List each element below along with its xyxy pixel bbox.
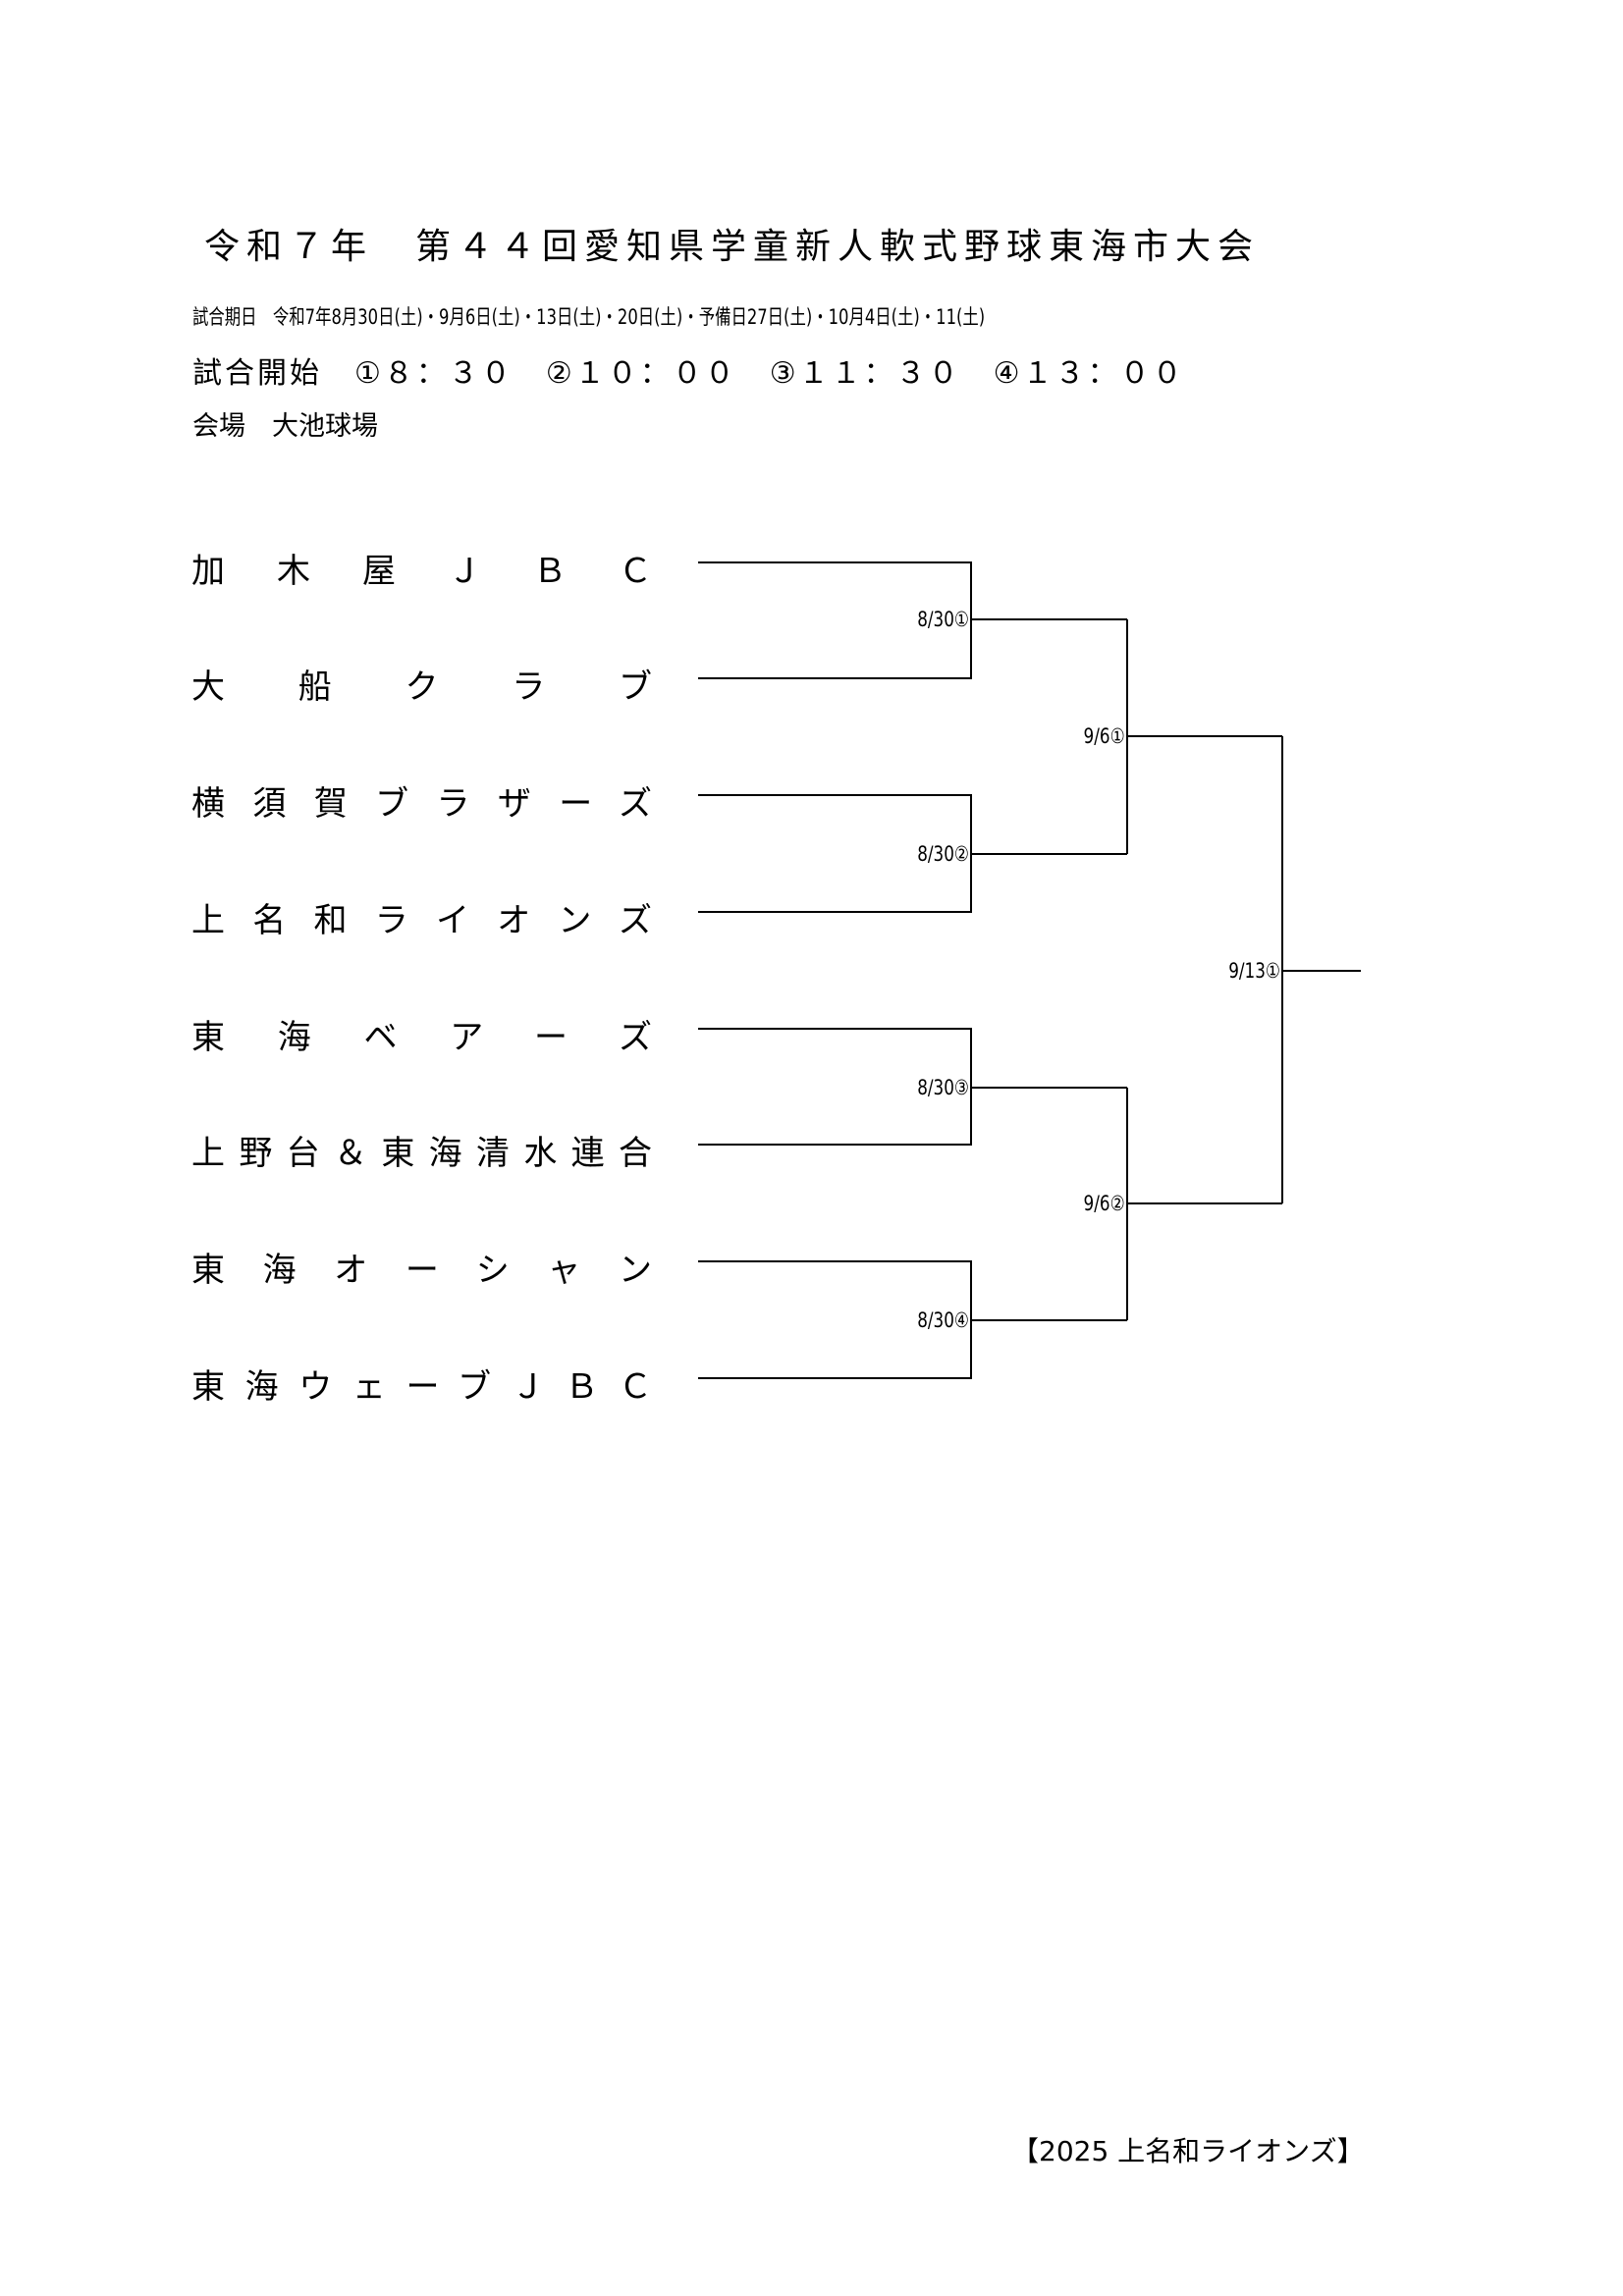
team-name: 加木屋ＪＢＣ: [191, 552, 652, 591]
bracket-final: [1281, 736, 1361, 1203]
bracket-match-4: [698, 1260, 1127, 1379]
start-times: 試合開始 ①８：３０ ②１０：００ ③１１：３０ ④１３：００: [192, 356, 1185, 391]
team-name: 東海ベアーズ: [191, 1018, 652, 1057]
bracket-semi-2: [1126, 1088, 1282, 1320]
match-label: 9/6②: [1083, 1192, 1125, 1215]
match-label: 9/6①: [1083, 724, 1125, 748]
footer-credit: 【2025 上名和ライオンズ】: [1011, 2135, 1365, 2167]
match-label: 8/30②: [917, 842, 969, 866]
match-dates: 試合期日 令和7年8月30日(土)・9月6日(土)・13日(土)・20日(土)・…: [192, 305, 986, 329]
team-name: 東海ウェーブＪＢＣ: [191, 1367, 652, 1407]
match-label: 8/30①: [917, 608, 969, 631]
bracket-semi-1: [1126, 619, 1282, 854]
match-label: 9/13①: [1228, 959, 1280, 983]
team-name: 大船クラブ: [191, 667, 652, 707]
team-name: 横須賀ブラザーズ: [191, 784, 652, 824]
team-name: 上野台＆東海清水連合: [191, 1134, 652, 1173]
tournament-title: 令和７年 第４４回愛知県学童新人軟式野球東海市大会: [204, 227, 1261, 267]
bracket-match-3: [698, 1028, 1127, 1146]
match-label: 8/30③: [917, 1076, 969, 1099]
venue: 会場 大池球場: [192, 411, 378, 442]
bracket-match-1: [698, 561, 1127, 679]
bracket-match-2: [698, 794, 1127, 913]
team-name: 東海オーシャン: [191, 1251, 652, 1290]
team-name: 上名和ライオンズ: [191, 901, 652, 940]
match-label: 8/30④: [917, 1308, 969, 1332]
